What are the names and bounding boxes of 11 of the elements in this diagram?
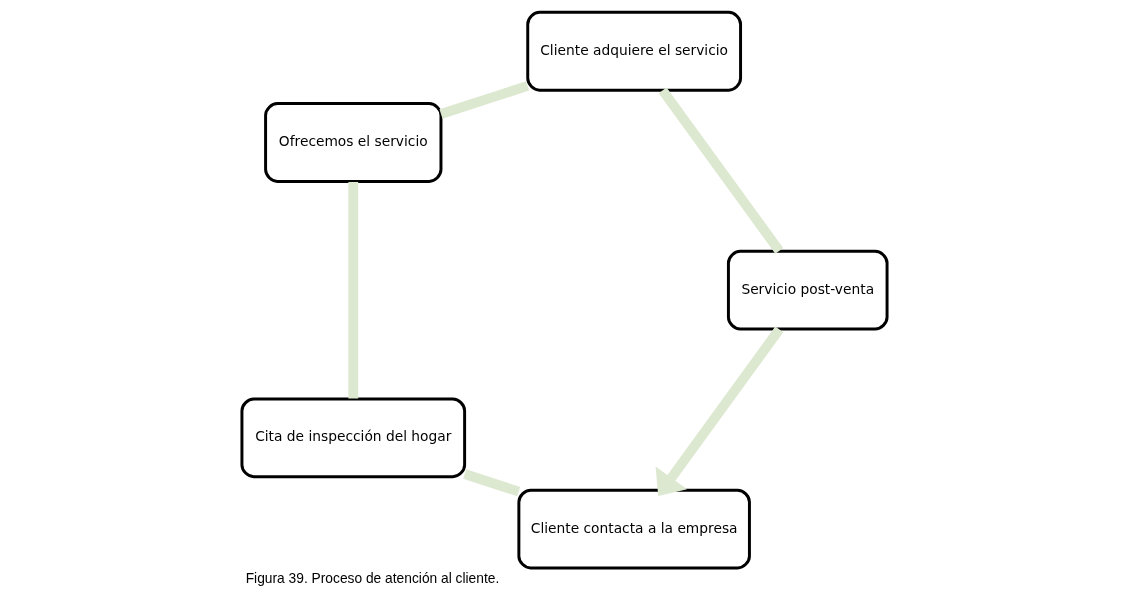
arrow bbox=[655, 326, 784, 496]
node-box: Cliente adquiere el servicio bbox=[526, 10, 743, 92]
connector bbox=[658, 87, 784, 254]
node-box: Cliente contacta a la empresa bbox=[517, 488, 751, 570]
connector bbox=[348, 181, 359, 399]
connector bbox=[439, 81, 530, 119]
node-box: Ofrecemos el servicio bbox=[264, 102, 443, 183]
node-box: Cita de inspección del hogar bbox=[240, 397, 467, 479]
node-box: Servicio post-venta bbox=[726, 249, 889, 331]
connector bbox=[463, 469, 521, 497]
caption: Figura 39. Proceso de atención al cliente. bbox=[245, 570, 500, 586]
